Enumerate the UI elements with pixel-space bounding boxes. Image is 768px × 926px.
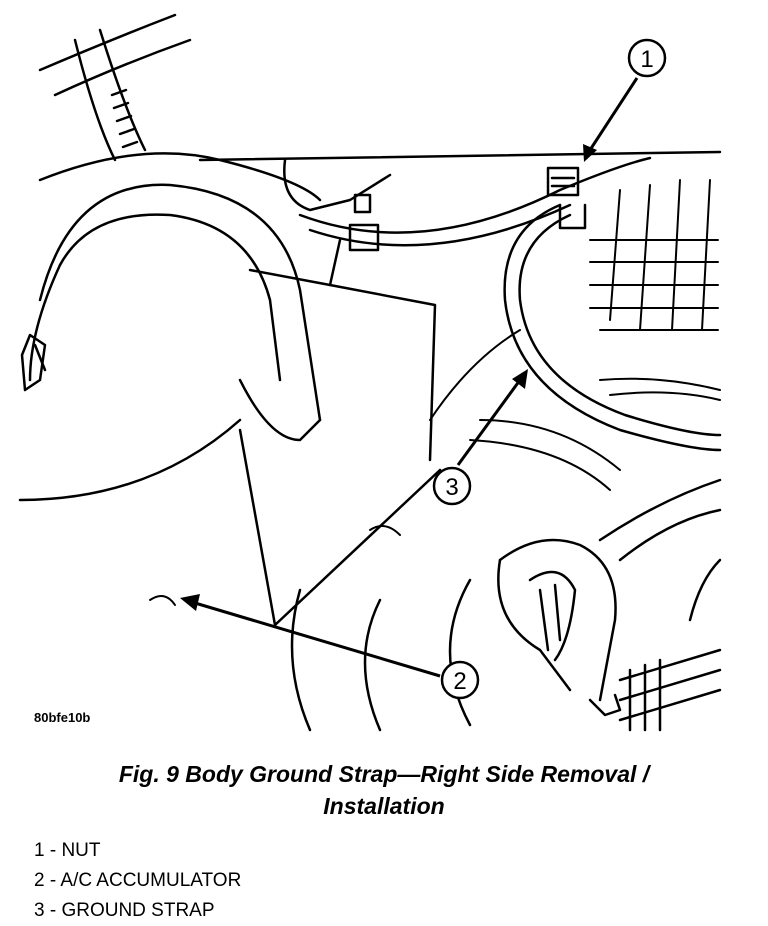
figure-caption: Fig. 9 Body Ground Strap—Right Side Remo…	[0, 758, 768, 822]
caption-line-2: Installation	[323, 793, 445, 819]
grille-panel	[589, 179, 719, 331]
legend: 1 - NUT 2 - A/C ACCUMULATOR 3 - GROUND S…	[34, 836, 241, 926]
upper-hose	[38, 13, 322, 202]
callout-2-label: 2	[453, 668, 466, 695]
body-panel	[238, 238, 472, 732]
callout-2: 2	[180, 594, 480, 700]
engine-compartment-illustration: 1 3 2 80bfe10b	[18, 13, 722, 732]
engine-detail-lines	[149, 329, 721, 606]
legend-item-nut: 1 - NUT	[34, 840, 101, 861]
image-code: 80bfe10b	[34, 710, 90, 725]
ground-strap	[503, 203, 722, 452]
curved-hose	[18, 183, 322, 502]
callout-3: 3	[432, 369, 528, 506]
callout-1-label: 1	[640, 46, 653, 73]
legend-item-ground-strap: 3 - GROUND STRAP	[34, 900, 215, 921]
legend-item-ac-accumulator: 2 - A/C ACCUMULATOR	[34, 870, 242, 891]
top-rail	[198, 150, 722, 252]
accumulator-assembly	[497, 478, 722, 732]
callout-3-label: 3	[445, 474, 458, 501]
caption-line-1: Fig. 9 Body Ground Strap—Right Side Remo…	[118, 761, 650, 787]
callout-1: 1	[583, 38, 667, 162]
